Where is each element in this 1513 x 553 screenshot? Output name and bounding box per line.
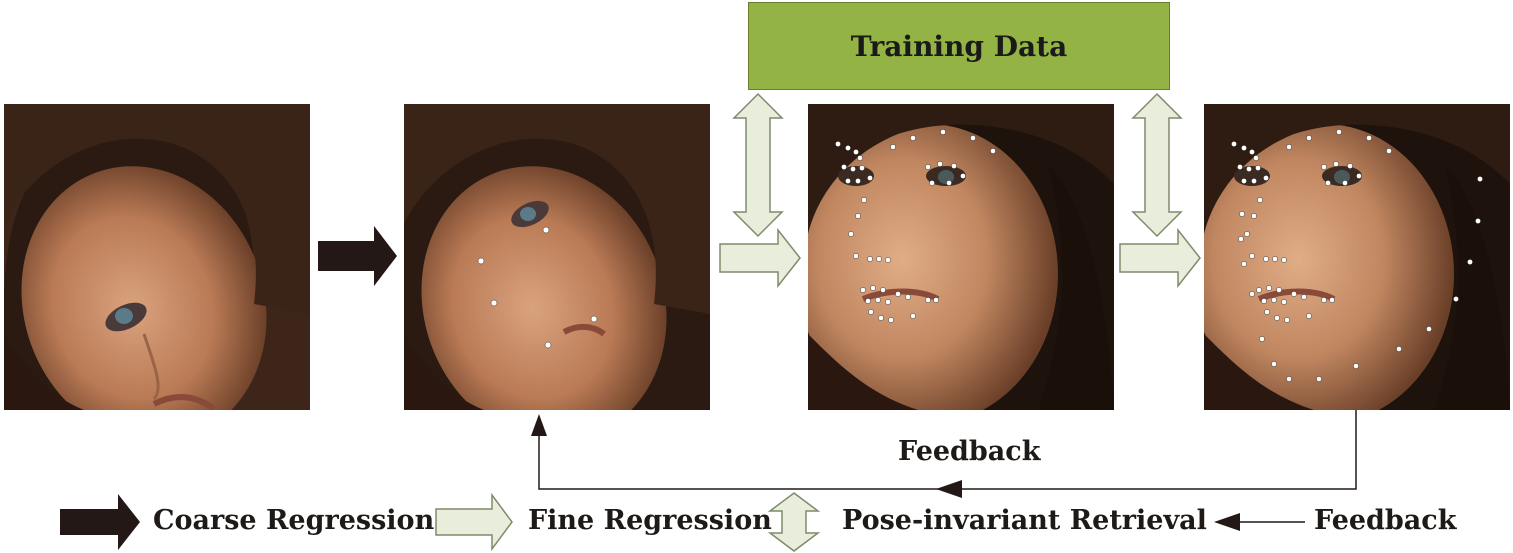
- feedback-label: Feedback: [898, 436, 1041, 467]
- legend-fine-arrow: [435, 492, 513, 552]
- face-panel-fine-partial: [808, 104, 1114, 410]
- feedback-arrowhead-up: [531, 414, 547, 436]
- face-panel-fine-full: [1204, 104, 1510, 410]
- face-image-input: [4, 104, 310, 410]
- legend-retrieval-arrow: [767, 492, 821, 552]
- feedback-arrowhead-left: [936, 480, 962, 498]
- training-data-label: Training Data: [850, 29, 1068, 63]
- legend-fine-label: Fine Regression: [528, 505, 772, 536]
- retrieval-arrow-2: [1131, 92, 1183, 238]
- legend-retrieval-label: Pose-invariant Retrieval: [842, 505, 1207, 536]
- legend-coarse-label: Coarse Regression: [153, 505, 435, 536]
- face-image-fine-partial: [808, 104, 1114, 410]
- retrieval-arrow-1: [732, 92, 784, 238]
- legend-coarse-arrow: [60, 494, 140, 550]
- fine-arrow-2: [1119, 227, 1201, 289]
- face-panel-coarse: [404, 104, 710, 410]
- fine-arrow-1: [719, 227, 801, 289]
- face-image-fine-full: [1204, 104, 1510, 410]
- training-data-box: Training Data: [748, 2, 1170, 90]
- legend-feedback-label: Feedback: [1314, 505, 1457, 536]
- face-panel-input: [4, 104, 310, 410]
- legend-feedback-arrowhead: [1214, 513, 1240, 531]
- face-image-coarse: [404, 104, 710, 410]
- coarse-arrow: [318, 226, 397, 286]
